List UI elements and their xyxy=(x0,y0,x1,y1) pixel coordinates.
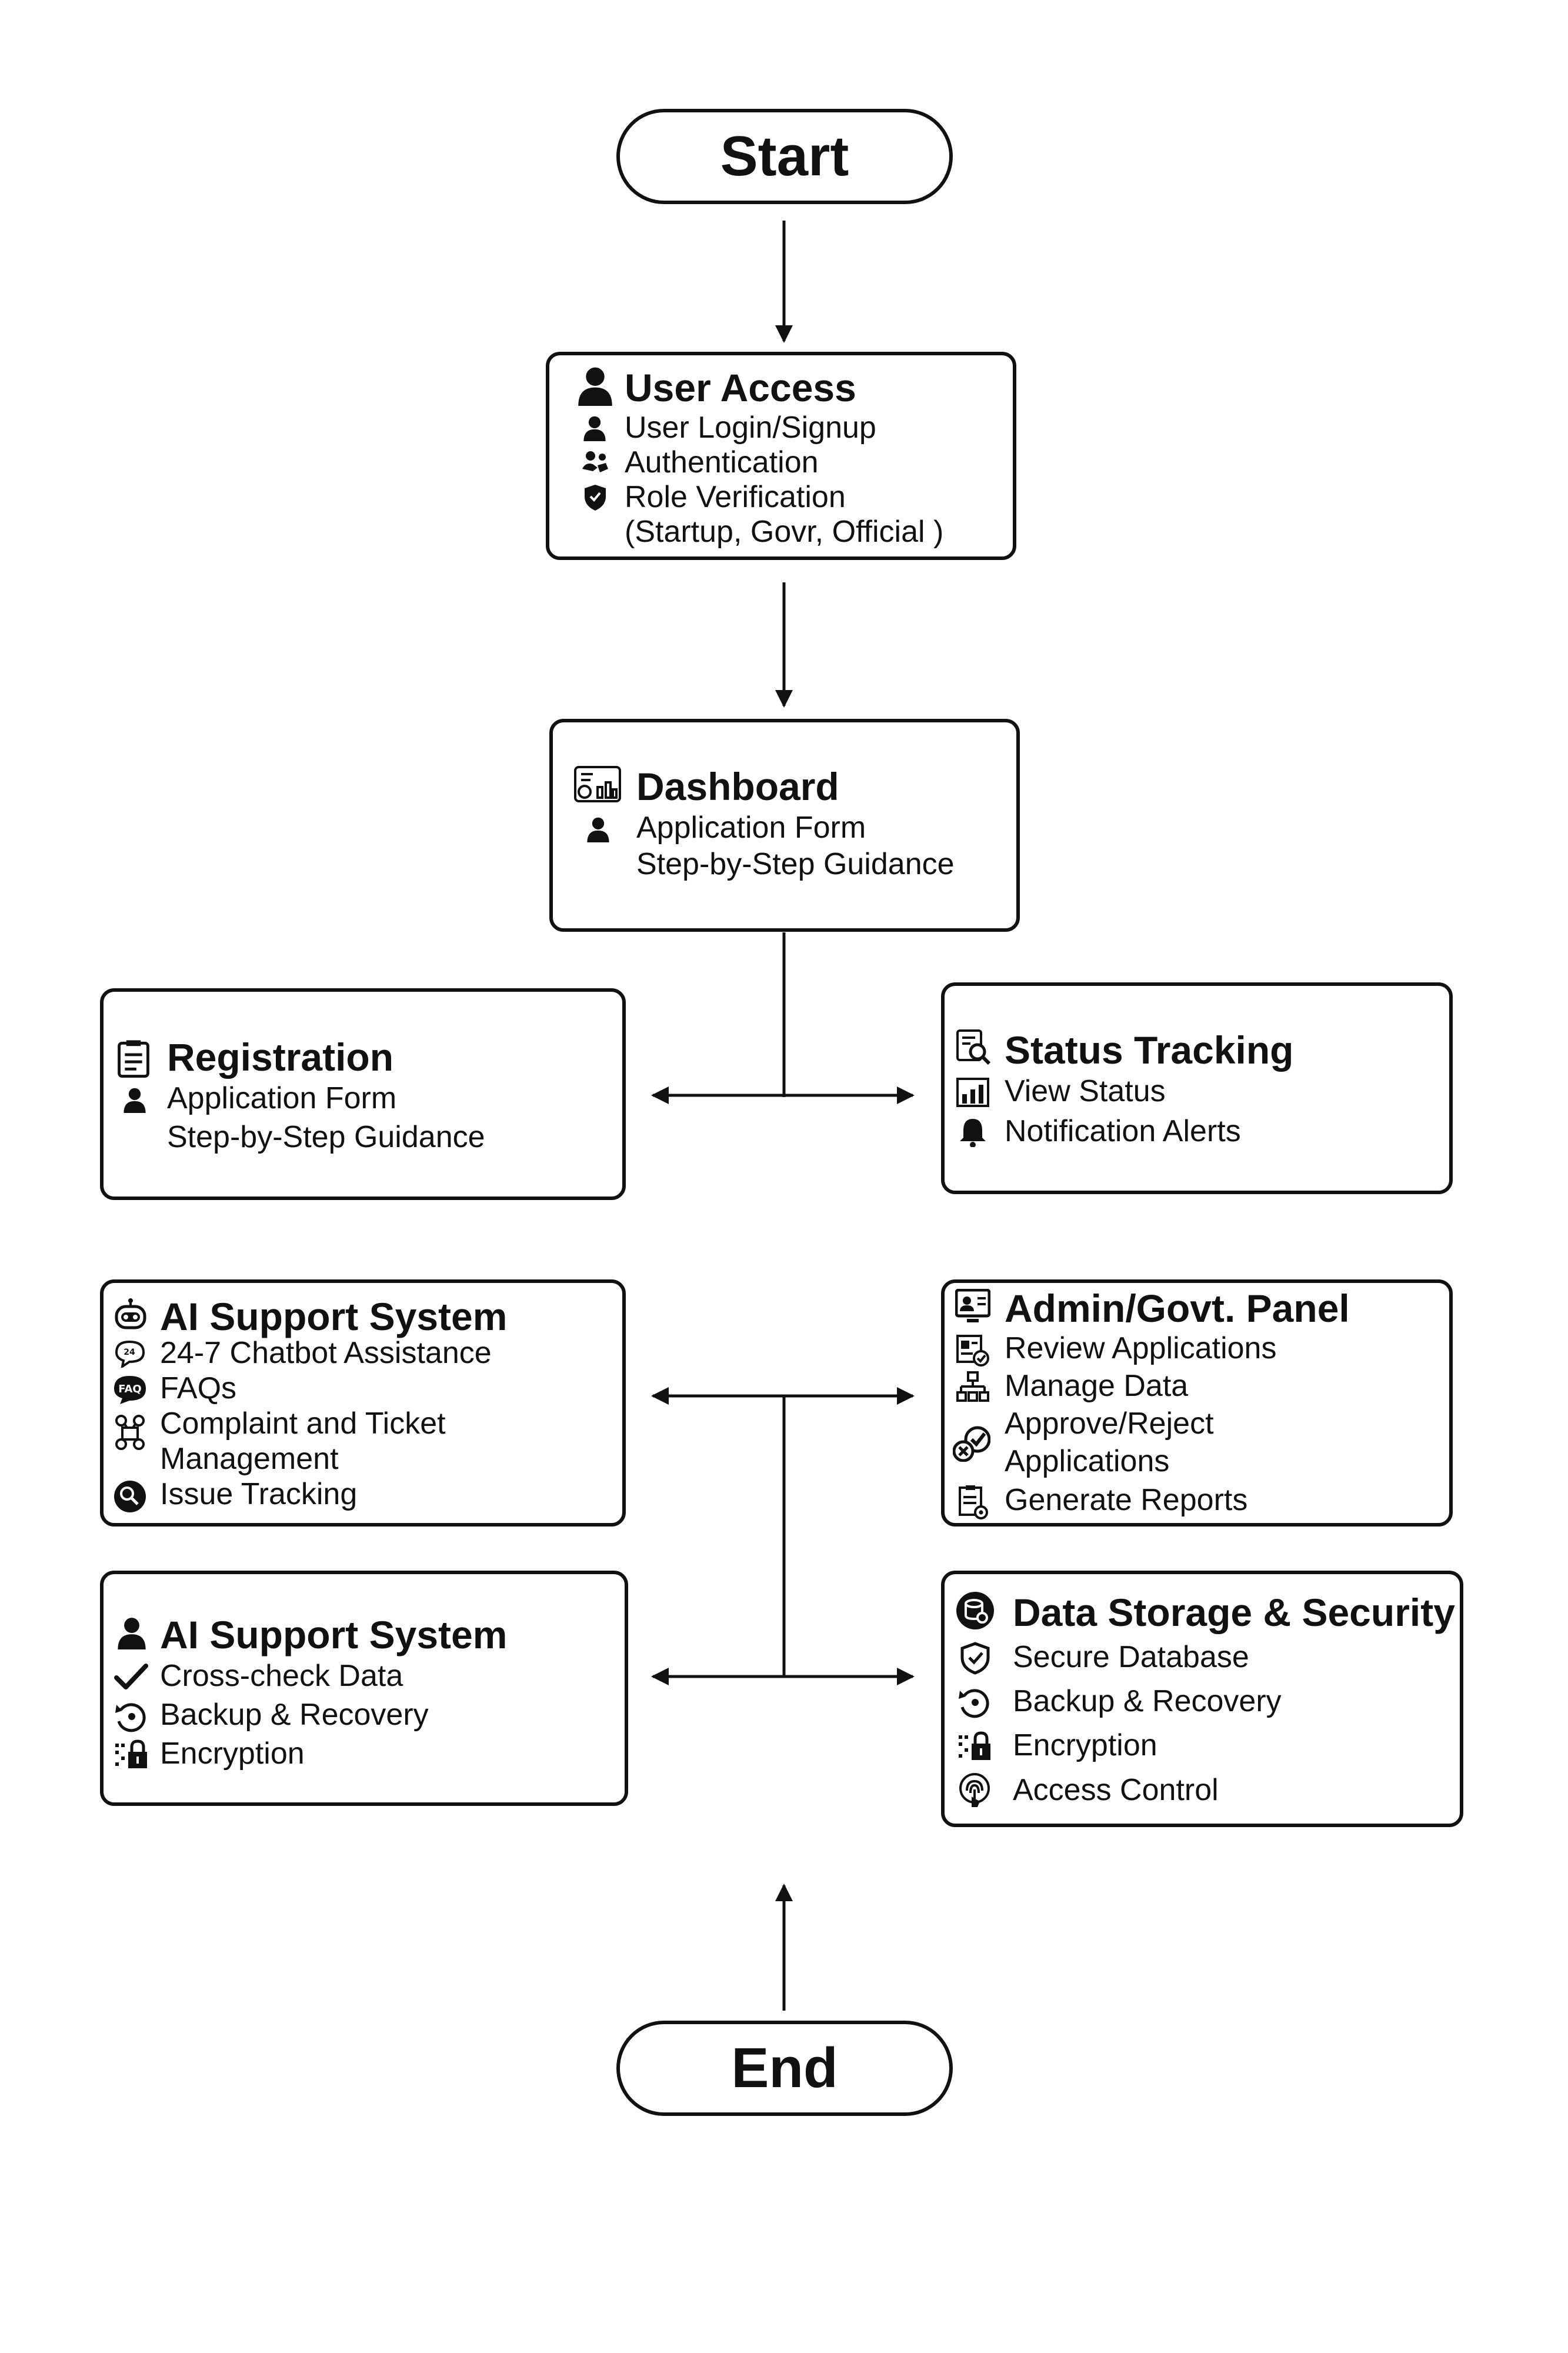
robot-icon xyxy=(115,1298,146,1329)
user-access-box: User Access User Login/Signup Authentica… xyxy=(546,352,1016,560)
ai-support-1-item-5: Issue Tracking xyxy=(160,1477,358,1511)
lock-icon xyxy=(959,1731,990,1760)
ai-support-1-item-3: Complaint and Ticket xyxy=(160,1407,446,1441)
user-access-item-4: (Startup, Govr, Official ) xyxy=(625,515,944,549)
user-access-item-1: User Login/Signup xyxy=(625,411,876,445)
end-label: End xyxy=(731,2037,838,2099)
chart-icon xyxy=(956,1078,989,1107)
data-storage-item-1: Secure Database xyxy=(1013,1640,1249,1674)
ticket-icon xyxy=(115,1415,145,1450)
user-access-title: User Access xyxy=(625,366,856,409)
data-storage-item-2: Backup & Recovery xyxy=(1013,1684,1282,1718)
svg-text:FAQ: FAQ xyxy=(118,1383,141,1395)
dashboard-item-1: Application Form xyxy=(636,811,866,845)
ai-support-1-item-4: Management xyxy=(160,1442,339,1476)
fingerprint-icon xyxy=(959,1773,990,1807)
admin-panel-title: Admin/Govt. Panel xyxy=(1005,1287,1350,1330)
backup-icon xyxy=(115,1703,146,1732)
ai-support-1-title: AI Support System xyxy=(160,1295,508,1338)
ai-support-2-title: AI Support System xyxy=(160,1613,508,1657)
status-tracking-title: Status Tracking xyxy=(1005,1028,1294,1072)
network-icon xyxy=(956,1371,989,1402)
dashboard-icon xyxy=(574,766,621,802)
admin-panel-item-2: Manage Data xyxy=(1005,1369,1189,1403)
shield-icon xyxy=(960,1642,990,1675)
admin-panel-item-3: Approve/Reject xyxy=(1005,1407,1214,1441)
ai-support-2-item-1: Cross-check Data xyxy=(160,1659,403,1693)
user-icon xyxy=(578,367,612,406)
shield-icon xyxy=(585,485,606,511)
registration-item-1: Application Form xyxy=(167,1081,397,1115)
search-report-icon xyxy=(956,1029,991,1065)
database-icon xyxy=(956,1592,994,1629)
status-tracking-item-1: View Status xyxy=(1005,1074,1166,1108)
bell-icon xyxy=(960,1119,986,1147)
svg-text:24: 24 xyxy=(124,1348,135,1357)
clipboard-icon xyxy=(118,1040,149,1078)
chatbot-icon: 24 xyxy=(115,1340,145,1368)
issue-icon xyxy=(114,1481,146,1512)
handshake-icon xyxy=(582,451,608,472)
user-access-item-2: Authentication xyxy=(625,445,819,479)
ai-support-box-2: AI Support System Cross-check Data Backu… xyxy=(100,1571,628,1806)
faq-icon: FAQ xyxy=(114,1376,146,1404)
ai-support-2-item-3: Encryption xyxy=(160,1737,305,1771)
registration-item-2: Step-by-Step Guidance xyxy=(167,1120,485,1154)
dashboard-item-2: Step-by-Step Guidance xyxy=(636,847,955,881)
dashboard-box: Dashboard Application Form Step-by-Step … xyxy=(549,719,1020,932)
user-icon xyxy=(124,1088,146,1113)
ai-support-1-item-2: FAQs xyxy=(160,1371,237,1405)
ai-support-2-item-2: Backup & Recovery xyxy=(160,1698,429,1732)
user-icon xyxy=(587,817,609,842)
data-storage-box: Data Storage & Security Secure Database … xyxy=(941,1571,1463,1827)
approve-reject-icon xyxy=(953,1426,990,1462)
status-tracking-item-2: Notification Alerts xyxy=(1005,1114,1241,1148)
user-icon xyxy=(118,1618,146,1649)
dashboard-title: Dashboard xyxy=(636,765,839,808)
ai-support-box-1: AI Support System 24 24-7 Chatbot Assist… xyxy=(100,1279,626,1527)
start-label: Start xyxy=(720,125,849,188)
admin-panel-box: Admin/Govt. Panel Review Applications Ma… xyxy=(941,1279,1453,1527)
lock-icon xyxy=(115,1739,147,1768)
admin-panel-item-1: Review Applications xyxy=(1005,1331,1277,1365)
check-icon xyxy=(114,1664,148,1689)
user-access-item-3: Role Verification xyxy=(625,480,846,514)
report-icon xyxy=(959,1485,988,1519)
data-storage-title: Data Storage & Security xyxy=(1013,1591,1455,1634)
review-icon xyxy=(956,1335,989,1367)
admin-panel-item-5: Generate Reports xyxy=(1005,1483,1248,1517)
user-icon xyxy=(583,416,606,441)
registration-title: Registration xyxy=(167,1035,394,1079)
registration-box: Registration Application Form Step-by-St… xyxy=(100,988,626,1200)
end-node: End xyxy=(616,2021,953,2116)
data-storage-item-4: Access Control xyxy=(1013,1773,1219,1807)
status-tracking-box: Status Tracking View Status Notification… xyxy=(941,982,1453,1194)
admin-icon xyxy=(955,1289,990,1322)
admin-panel-item-4: Applications xyxy=(1005,1444,1170,1478)
data-storage-item-3: Encryption xyxy=(1013,1728,1157,1762)
backup-icon xyxy=(959,1689,989,1718)
ai-support-1-item-1: 24-7 Chatbot Assistance xyxy=(160,1336,492,1370)
start-node: Start xyxy=(616,109,953,204)
